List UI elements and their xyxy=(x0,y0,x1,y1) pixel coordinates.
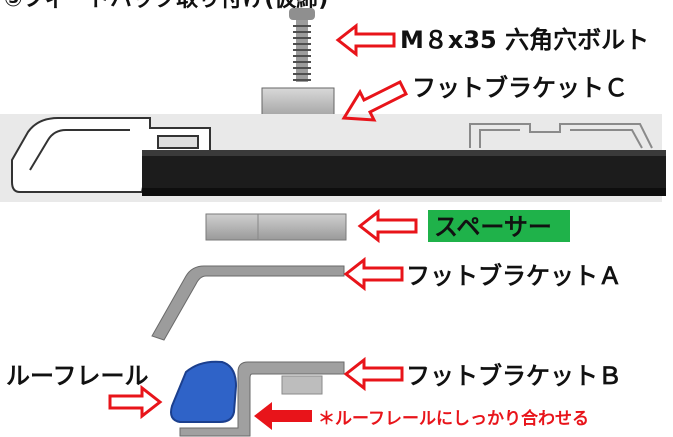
bracket-a-label: フットブラケットＡ xyxy=(406,262,622,290)
bracket-c-label: フットブラケットＣ xyxy=(412,74,628,102)
foot-bracket-a-part xyxy=(151,265,345,341)
spacer-label: スペーサー xyxy=(434,213,552,241)
outline-arrow-left-icon xyxy=(335,22,396,58)
outline-arrow-left-icon xyxy=(341,79,409,122)
left-profile xyxy=(11,117,211,193)
outline-arrow-left-icon xyxy=(343,256,404,292)
roof-rail-label: ルーフレール xyxy=(6,362,149,390)
roof-rail-shape xyxy=(170,360,238,423)
outline-arrow-left-icon xyxy=(357,208,418,244)
outline-arrow-right-icon xyxy=(108,384,163,420)
header-partial: ③フィードバック取り付け(仮締) xyxy=(4,0,328,12)
note-text: ＊ルーフレールにしっかり合わせる xyxy=(318,408,589,429)
bolt-label: M８x35 六角穴ボルト xyxy=(400,26,649,54)
spacer-part xyxy=(205,213,347,241)
bolt-part xyxy=(289,8,315,82)
outline-arrow-left-icon xyxy=(343,356,404,392)
solid-arrow-left-icon xyxy=(254,402,312,430)
spacer-label-highlight xyxy=(428,210,570,242)
right-profile xyxy=(469,123,653,149)
bracket-b-label: フットブラケットＢ xyxy=(406,362,622,390)
base-bar xyxy=(142,150,666,196)
